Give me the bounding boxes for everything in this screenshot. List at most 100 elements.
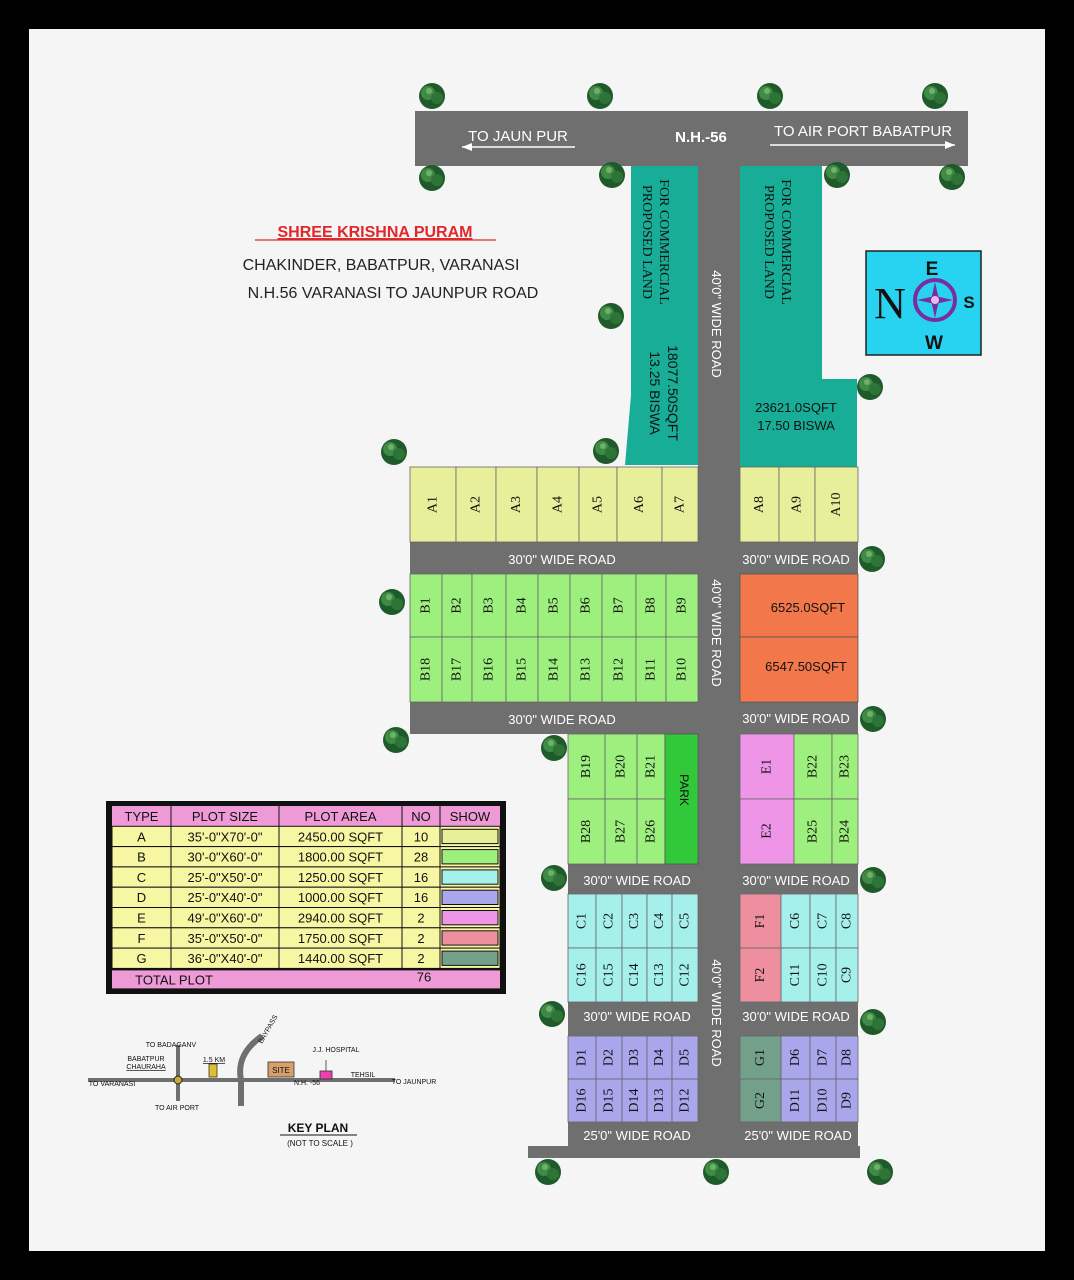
plot-label-g1: G1 [753,1049,768,1066]
plot-d11 [780,1078,811,1123]
table-total-label: TOTAL PLOT [135,972,213,987]
road-30ft-3 [568,864,858,894]
plot-label-d2: D2 [602,1049,617,1066]
road-30ft-4 [568,1002,858,1036]
table-header-plot-area: PLOT AREA [304,809,376,824]
tree-icon [419,83,445,109]
plot-b16 [471,636,507,703]
plot-label-c6: C6 [788,913,803,929]
table-cell-size: 25'-0"X50'-0" [188,870,263,885]
plot-label-d9: D9 [840,1092,855,1109]
plot-label-a3: A3 [509,496,524,513]
keyplan-hospital: J.J. HOSPITAL [313,1047,360,1054]
plot-label-b6: B6 [579,597,594,613]
plot-label-d13: D13 [652,1088,667,1112]
table-cell-no: 2 [417,931,424,946]
road-label-4a: 30'0" WIDE ROAD [583,1009,691,1024]
commercial-left-label-1: FOR COMMERCIAL [656,179,671,305]
keyplan-site: SITE [272,1066,290,1075]
plot-c7 [809,893,837,949]
commercial-left-area: 18077.50SQFT [665,345,681,441]
table-swatch-a [441,828,499,845]
table-cell-type: C [137,870,146,885]
plot-label-c7: C7 [816,913,831,929]
plot-label-b15: B15 [515,658,530,681]
keyplan-to-badaganv: TO BADAGANV [146,1042,197,1049]
table-header-no: NO [411,809,431,824]
plot-label-d7: D7 [816,1049,831,1066]
plot-b18 [409,636,443,703]
plot-label-c9: C9 [840,967,855,983]
plot-label-a10: A10 [829,492,844,516]
road-label-5b: 25'0" WIDE ROAD [744,1128,852,1143]
project-title: SHREE KRISHNA PURAM [278,224,473,241]
table-swatch-b [441,849,499,865]
plot-label-c1: C1 [575,913,590,929]
compass-east: E [926,259,939,280]
plot-c14 [621,947,648,1003]
table-cell-type: E [137,911,146,926]
tree-icon [922,83,948,109]
tree-icon [598,303,624,329]
plot-label-d15: D15 [602,1088,617,1112]
plot-label-b8: B8 [644,597,659,613]
table-cell-area: 2450.00 SQFT [298,829,383,844]
plot-b17 [441,636,473,703]
plot-b9 [665,573,699,638]
plot-a7 [661,466,699,543]
plot-b3 [471,573,507,638]
road-label-1b: 30'0" WIDE ROAD [742,552,850,567]
table-cell-no: 2 [417,911,424,926]
table-cell-size: 25'-0"X40'-0" [188,890,263,905]
table-cell-type: F [138,931,146,946]
plot-label-c11: C11 [788,964,803,987]
plot-label-d11: D11 [788,1089,803,1113]
plot-a6 [616,466,663,543]
plot-a4 [536,466,580,543]
highway-name: N.H.-56 [675,129,727,146]
table-cell-type: A [137,829,146,844]
table-row [111,947,501,969]
plot-d9 [835,1078,859,1123]
plot-label-b28: B28 [579,820,594,843]
tree-icon [867,1159,893,1185]
plot-label-b23: B23 [838,755,853,778]
plot-c9 [835,947,859,1003]
plot-b26 [636,798,666,865]
compass-south: S [963,293,974,312]
compass-north: N [874,279,906,328]
table-cell-area: 1750.00 SQFT [298,931,383,946]
keyplan-subtitle: (NOT TO SCALE ) [287,1139,353,1148]
table-cell-no: 2 [417,951,424,966]
plot-d10 [809,1078,837,1123]
tree-icon [541,735,567,761]
table-header-type: TYPE [125,809,159,824]
park-label: PARK [677,774,691,806]
tree-icon [383,727,409,753]
plot-label-a5: A5 [591,496,606,513]
commercial-left-label-2: PROPOSED LAND [639,185,654,299]
keyplan-babatpur-1: BABATPUR [127,1056,164,1063]
plot-label-a2: A2 [469,496,484,513]
plot-label-c14: C14 [627,963,642,986]
park: PARK [664,733,699,865]
commercial-land-right: FOR COMMERCIAL PROPOSED LAND 23621.0SQFT… [740,166,857,467]
plot-b27 [604,798,638,865]
plot-label-d14: D14 [627,1088,642,1112]
table-swatch-c [441,869,499,885]
plot-label-b4: B4 [515,597,530,613]
plot-label-d12: D12 [678,1088,693,1112]
plot-d2 [595,1035,623,1080]
plot-c10 [809,947,837,1003]
plot-b25 [793,798,833,865]
table-cell-area: 1800.00 SQFT [298,850,383,865]
plot-label-a1: A1 [426,496,441,513]
plot-label-b24: B24 [838,820,853,843]
plot-d7 [809,1035,837,1080]
table-cell-type: G [136,951,146,966]
orange-plot-2-area: 6547.50SQFT [765,659,847,674]
compass-west: W [925,333,943,354]
plot-label-b14: B14 [547,658,562,681]
plot-b22 [793,733,833,800]
